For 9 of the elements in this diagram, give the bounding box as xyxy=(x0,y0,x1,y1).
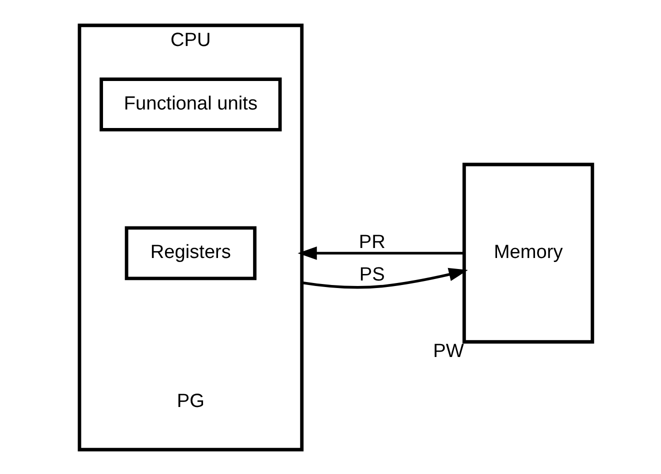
edge-label: PS xyxy=(359,264,385,286)
arrow xyxy=(302,267,468,288)
node-box: Registers xyxy=(124,226,256,280)
node-label: PW xyxy=(433,340,464,362)
edge-label: PR xyxy=(358,232,386,253)
node-box: Memory xyxy=(462,162,594,344)
node-box: Functional units xyxy=(100,77,282,131)
label: PG xyxy=(176,390,204,412)
arrow xyxy=(298,246,464,260)
